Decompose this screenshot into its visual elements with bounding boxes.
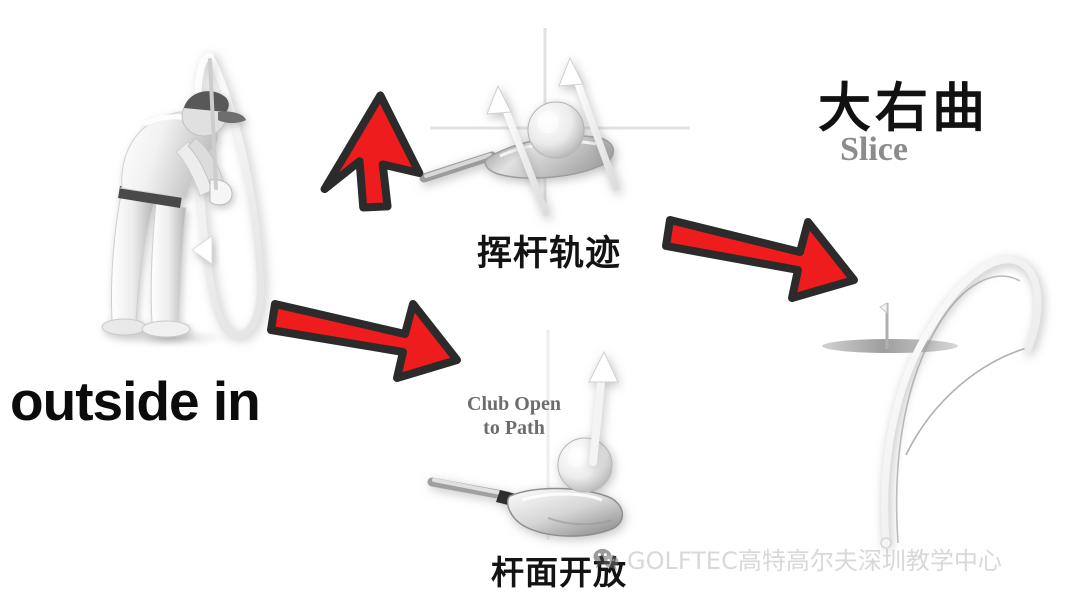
wechat-icon xyxy=(592,547,620,571)
watermark-text: GOLFTEC高特高尔夫深圳教学中心 xyxy=(627,547,1002,575)
golfer-body xyxy=(101,58,246,338)
club-open-line-1: Club Open xyxy=(467,393,561,415)
page-title-english: Slice xyxy=(840,131,908,168)
arrow-path-to-flight xyxy=(658,190,873,330)
swing-plane-direction-arrow xyxy=(191,235,213,265)
flagstick xyxy=(879,302,889,349)
label-club-open-to-path: Club Open to Path xyxy=(444,393,584,440)
swing-path-arrow-right xyxy=(558,56,620,192)
alignment-crosshair xyxy=(430,28,690,213)
green-ellipse xyxy=(822,339,958,353)
arrow-golfer-to-path xyxy=(265,88,435,253)
page-title-chinese: 大右曲 xyxy=(818,78,989,139)
label-outside-in: outside in xyxy=(10,370,261,432)
ball-flight-path xyxy=(881,256,1042,547)
label-swing-path: 挥杆轨迹 xyxy=(477,234,622,274)
watermark: GOLFTEC高特高尔夫深圳教学中心 xyxy=(592,541,1002,576)
arrow-golfer-to-face xyxy=(265,282,475,402)
slice-curve-line xyxy=(905,346,1031,456)
club-open-line-2: to Path xyxy=(483,416,545,439)
face-target-arrow xyxy=(588,350,619,466)
swing-path-arrow-left xyxy=(486,84,550,217)
swing-plane-loop xyxy=(194,52,264,339)
reference-flight-line xyxy=(895,275,1021,544)
